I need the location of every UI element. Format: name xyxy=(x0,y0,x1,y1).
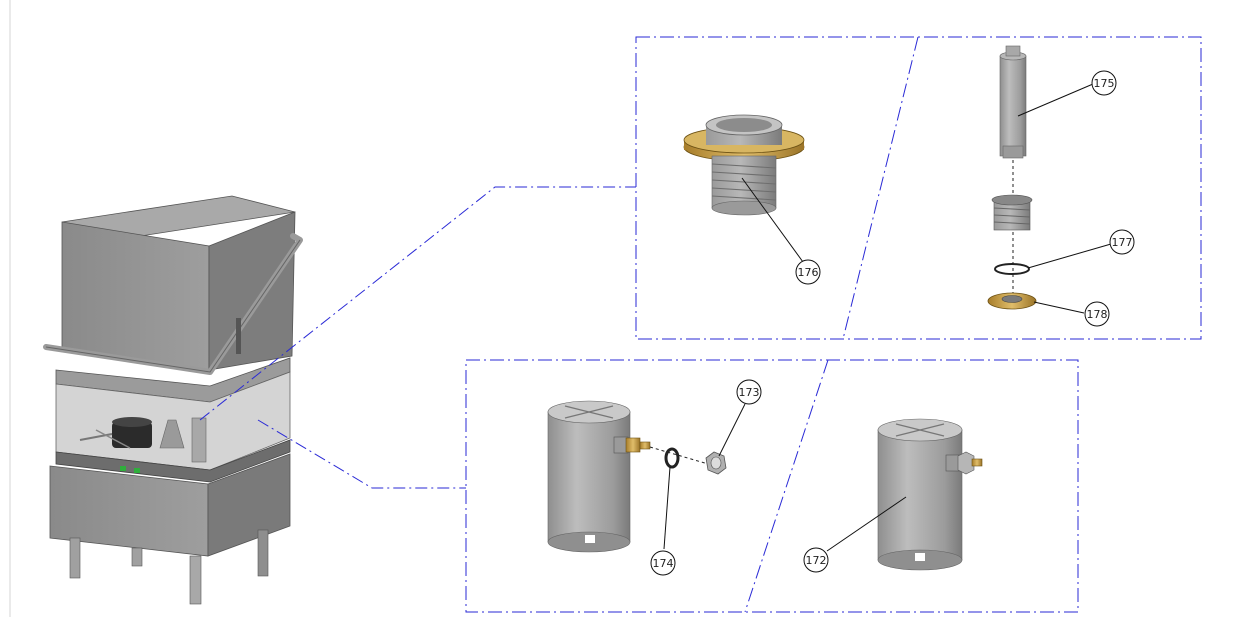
callout-175: 175 xyxy=(1091,70,1117,96)
leader-174 xyxy=(663,466,671,550)
frame-connector-lines xyxy=(199,186,636,489)
callout-label: 176 xyxy=(798,266,819,279)
axis-line-bottom xyxy=(649,446,716,467)
callout-173: 173 xyxy=(736,379,762,405)
leader-178 xyxy=(1033,301,1085,314)
callout-label: 174 xyxy=(653,557,674,570)
washer-icon xyxy=(664,447,680,469)
canister-assembled-icon xyxy=(877,418,983,571)
top-detail-frame xyxy=(635,36,1202,340)
leader-lines xyxy=(663,83,1112,552)
overflow-pipe-icon xyxy=(999,45,1027,159)
connector-to-top-frame xyxy=(199,186,636,421)
callout-label: 175 xyxy=(1094,77,1115,90)
callout-label: 172 xyxy=(806,554,827,567)
callout-label: 177 xyxy=(1112,236,1133,249)
callout-178: 178 xyxy=(1084,301,1110,327)
pipe-fitting-icon xyxy=(683,114,805,216)
callout-label: 173 xyxy=(739,386,760,399)
leader-172 xyxy=(826,496,907,552)
nut-icon xyxy=(705,451,727,475)
callout-label: 178 xyxy=(1087,308,1108,321)
connector-to-bottom-frame xyxy=(257,419,466,489)
callout-176: 176 xyxy=(795,259,821,285)
leader-173 xyxy=(718,403,746,457)
dishwasher-icon xyxy=(43,195,303,605)
bottom-detail-frame xyxy=(465,359,1079,613)
o-ring-icon xyxy=(994,263,1030,275)
canister-icon xyxy=(547,400,631,553)
hose-nozzle-icon xyxy=(613,436,651,454)
leader-175 xyxy=(1017,83,1094,117)
callout-177: 177 xyxy=(1109,229,1135,255)
strainer-icon xyxy=(991,194,1033,231)
leader-177 xyxy=(1027,243,1112,269)
leader-176 xyxy=(741,177,804,263)
flange-washer-icon xyxy=(987,292,1037,310)
callout-172: 172 xyxy=(803,547,829,573)
callout-174: 174 xyxy=(650,550,676,576)
